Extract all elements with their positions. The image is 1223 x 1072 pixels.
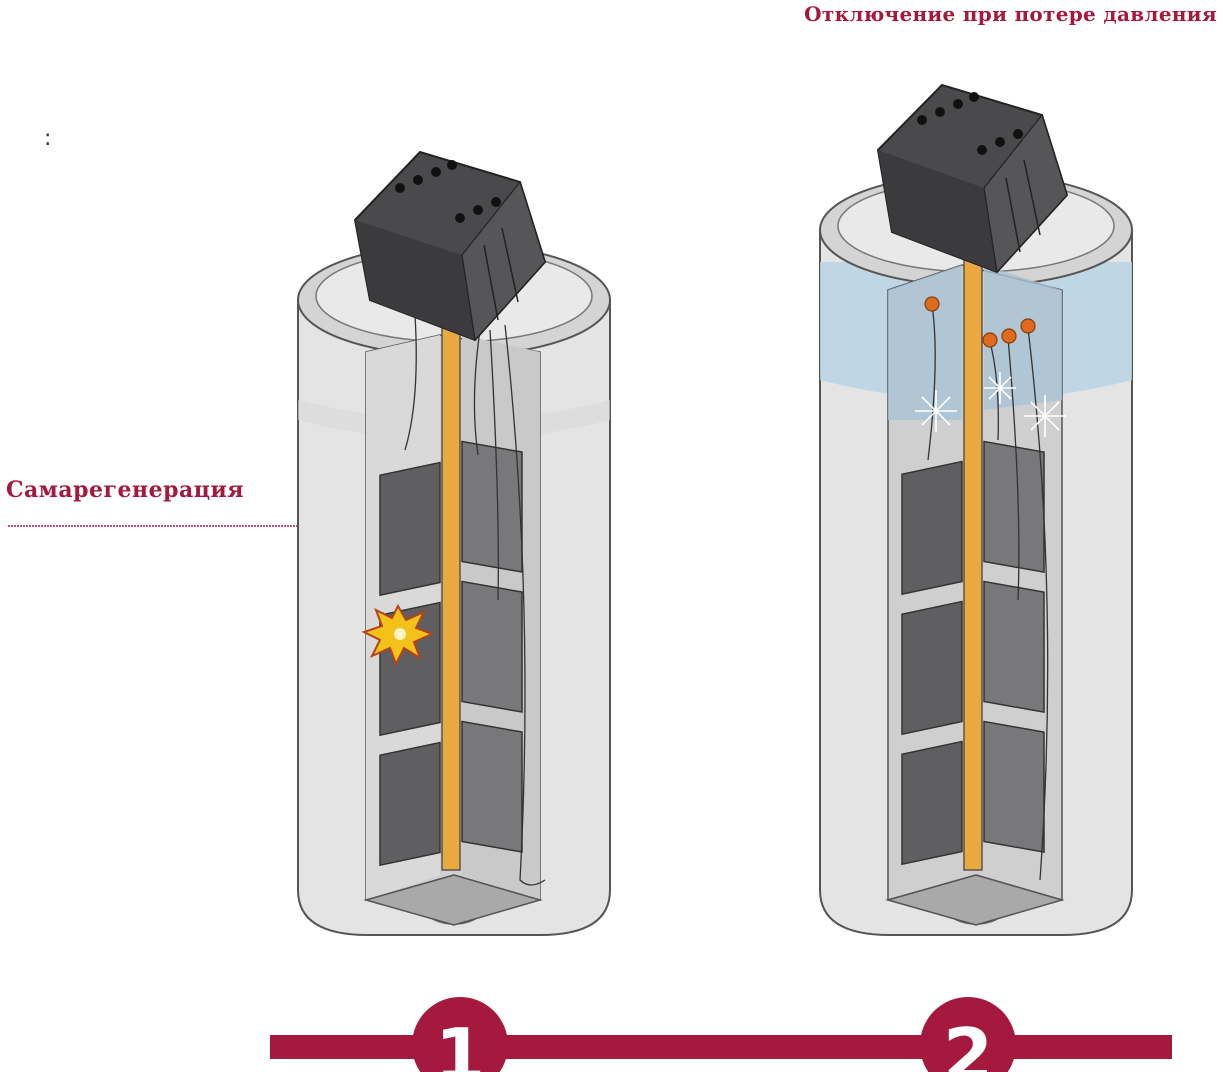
stray-mark: : xyxy=(44,126,52,151)
contact-ball-icon xyxy=(924,296,940,312)
terminal-block-1 xyxy=(353,150,547,342)
capacitor-2 xyxy=(819,83,1133,936)
pressure-disconnect-label: Отключение при потере давления xyxy=(804,2,1217,26)
contact-ball-icon xyxy=(1001,328,1017,344)
step-number-2: 2 xyxy=(943,1013,993,1072)
step-marker-1 xyxy=(412,997,508,1072)
terminal-block-2 xyxy=(876,83,1069,274)
spark-icon xyxy=(361,603,435,667)
step-marker-2 xyxy=(920,997,1016,1072)
capacitor-1 xyxy=(297,150,611,936)
step-number-1: 1 xyxy=(435,1013,485,1072)
step-timeline: 1 2 xyxy=(270,997,1172,1072)
self-healing-label: Самарегенерация xyxy=(6,477,245,503)
contact-ball-icon xyxy=(982,332,998,348)
break-burst-icon xyxy=(915,372,1066,437)
timeline-bar xyxy=(270,1035,1172,1059)
contact-ball-icon xyxy=(1020,318,1036,334)
